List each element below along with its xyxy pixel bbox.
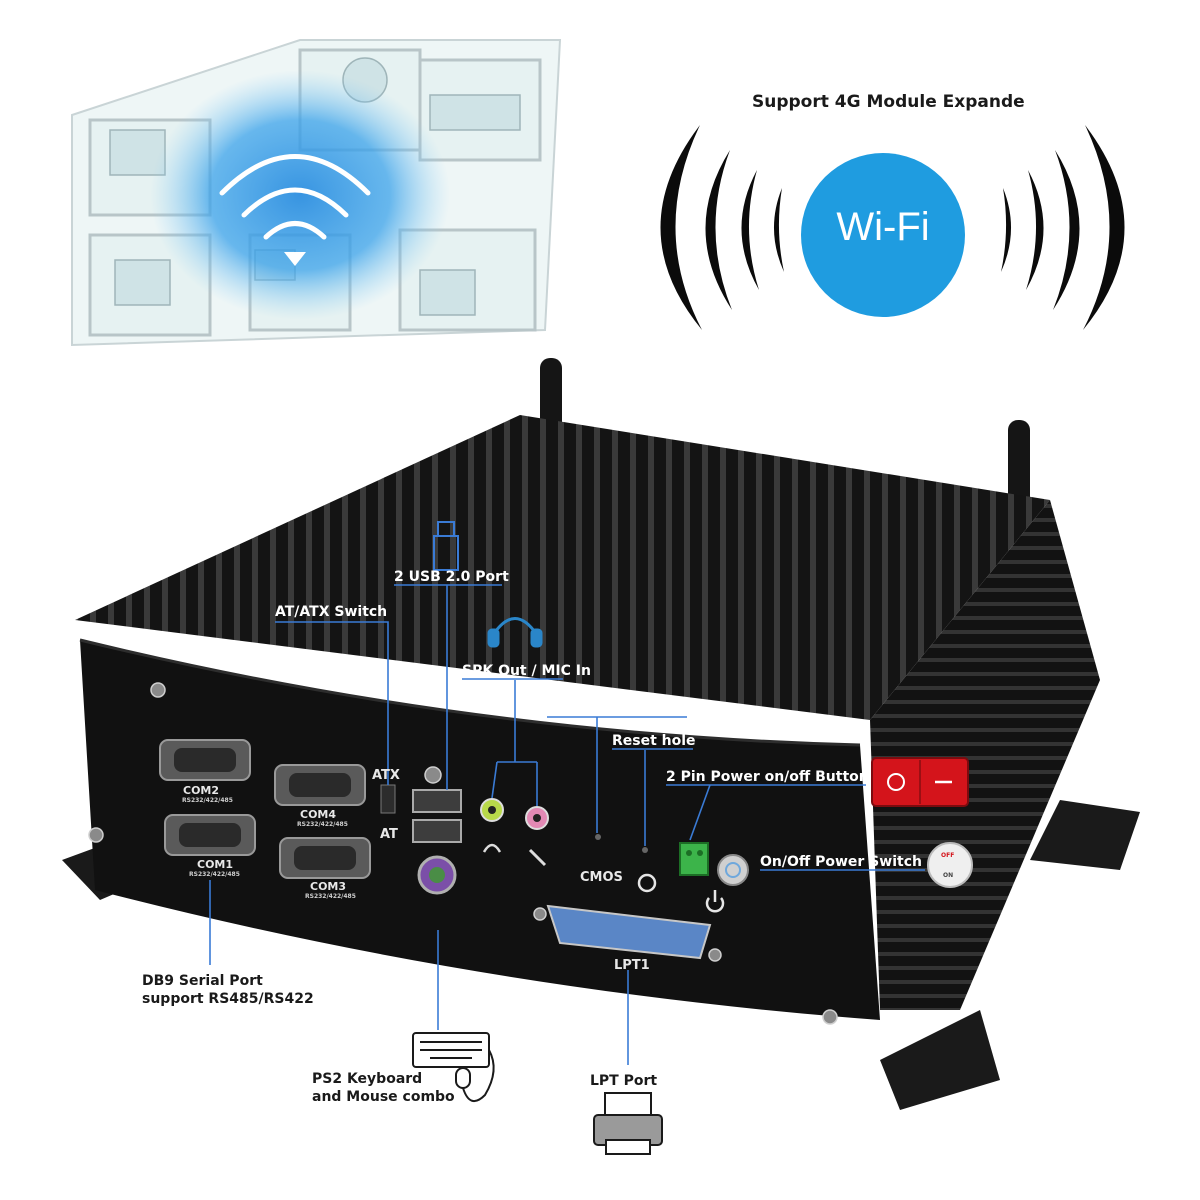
label-com4: COM4 (300, 808, 337, 821)
screw (533, 907, 547, 921)
mount-bracket-right-bottom (880, 1010, 1000, 1110)
label-com1-rs: RS232/422/485 (189, 871, 240, 878)
label-ps2-line2: and Mouse combo (312, 1089, 455, 1105)
label-com3-rs: RS232/422/485 (305, 893, 356, 900)
wifi-badge-text: Wi-Fi (836, 205, 930, 249)
screw (424, 766, 442, 784)
two-pin-terminal[interactable] (679, 842, 709, 876)
antenna-right (1008, 420, 1030, 510)
usb-icon (433, 521, 459, 571)
label-com2: COM2 (183, 784, 220, 797)
wifi-badge-circle (801, 153, 965, 317)
callout-reset: Reset hole (612, 733, 696, 749)
callout-at-atx: AT/ATX Switch (275, 604, 388, 620)
microphone-icon (528, 848, 547, 867)
screw (150, 682, 166, 698)
mount-bracket-right-top (1030, 800, 1140, 870)
screw (88, 827, 104, 843)
headset-icon (487, 617, 543, 648)
label-com1: COM1 (197, 858, 234, 871)
label-atx: ATX (372, 768, 400, 783)
callout-power-switch: On/Off Power Switch (760, 854, 922, 870)
headline: Support 4G Module Expande (752, 92, 1025, 112)
heatsink-top (75, 415, 1050, 720)
usb-port-2[interactable] (412, 819, 462, 843)
label-db9: DB9 Serial Port support RS485/RS422 (142, 972, 314, 1008)
power-button[interactable] (717, 854, 749, 886)
callout-usb: 2 USB 2.0 Port (394, 569, 509, 585)
wifi-signal-icon (219, 154, 371, 240)
printer-icon (593, 1092, 663, 1155)
callout-audio: SPK Out / MIC In (462, 663, 591, 679)
keyboard-icon (412, 1032, 490, 1068)
label-com2-rs: RS232/422/485 (182, 797, 233, 804)
label-switch-on: ON (943, 872, 954, 879)
label-ps2: PS2 Keyboard and Mouse combo (312, 1070, 455, 1106)
screw (708, 948, 722, 962)
label-db9-line2: support RS485/RS422 (142, 991, 314, 1007)
screw (822, 1009, 838, 1025)
usb-port-1[interactable] (412, 789, 462, 813)
headphone-icon (482, 843, 502, 853)
signal-waves-icon (660, 125, 1125, 330)
on-off-power-switch[interactable] (927, 842, 973, 888)
refresh-icon (637, 873, 657, 893)
com-ports (159, 739, 371, 879)
heatsink-side (870, 500, 1100, 1010)
mouse-icon (455, 1049, 495, 1103)
at-atx-switch[interactable] (380, 784, 396, 814)
label-cmos: CMOS (580, 870, 623, 885)
callout-power-button: 2 Pin Power on/off Button (666, 769, 869, 785)
label-db9-line1: DB9 Serial Port (142, 973, 263, 989)
label-lpt1: LPT1 (614, 958, 650, 973)
callout-cmos-hole: CMOS Button hole (547, 701, 691, 717)
label-com3: COM3 (310, 880, 347, 893)
reset-hole[interactable] (642, 847, 648, 853)
label-lpt-port: LPT Port (590, 1073, 658, 1089)
label-com4-rs: RS232/422/485 (297, 821, 348, 828)
label-switch-off: OFF (941, 852, 955, 859)
label-ps2-line1: PS2 Keyboard (312, 1071, 423, 1087)
lpt1-port[interactable] (546, 904, 712, 960)
power-icon (705, 890, 725, 913)
label-at: AT (380, 827, 398, 842)
cmos-button-hole[interactable] (595, 834, 601, 840)
